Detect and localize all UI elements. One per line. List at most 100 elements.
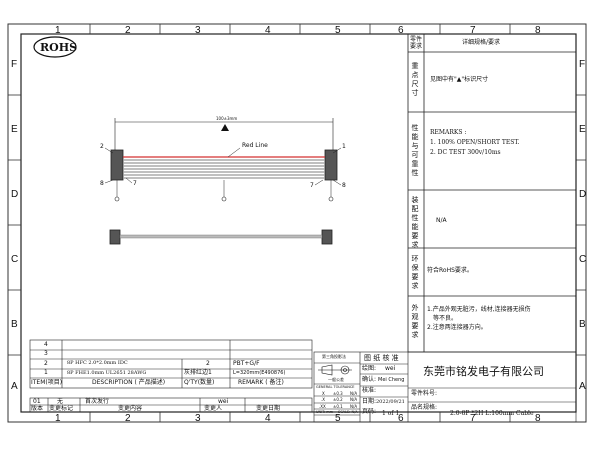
- bom-qty-label-1: 灰排红边: [184, 369, 209, 376]
- page-label: 页码:: [362, 408, 377, 415]
- drafter-name: wei: [385, 365, 396, 372]
- rev-header-content: 变更内容: [118, 405, 143, 412]
- scale-label: SCALE: N/A: [338, 410, 358, 414]
- zone-row-d: D: [11, 189, 19, 200]
- rohs-logo-oval: [33, 36, 77, 58]
- confirmer-label: 确认:: [362, 376, 377, 383]
- req-label-performance: 性能与可靠性: [411, 124, 419, 178]
- rev-header-ver: 版本: [31, 405, 44, 412]
- req-text-appearance-2: 等不良。: [433, 315, 458, 322]
- bom-desc-1: 8P FHE1.0mm UL2651 28AWG: [67, 370, 147, 376]
- pin-label-right-bottom-a: 7: [310, 182, 314, 189]
- date-value: 2022/09/21: [376, 399, 405, 405]
- tol-x1-na: N/A: [350, 397, 358, 402]
- bom-item-2: 2: [44, 360, 48, 367]
- pin-label-right-top: 1: [342, 143, 346, 150]
- zone-col-5: 5: [335, 25, 341, 36]
- rev-ver: 01: [33, 398, 41, 405]
- part-no-label: 零件料号:: [411, 390, 438, 397]
- pin-label-right-bottom-b: 8: [342, 182, 346, 189]
- cable-side-view: [109, 229, 333, 245]
- req-text-appearance-1: 1.产品外观无脏污，线材,连接器无损伤: [427, 306, 531, 313]
- bom-item-4: 4: [44, 341, 48, 348]
- zone-col-1: 1: [55, 25, 61, 36]
- zone-col-1-bottom: 1: [55, 413, 61, 424]
- tol-x2-sym: .XX: [319, 404, 326, 409]
- zone-col-6-bottom: 6: [398, 413, 404, 424]
- req-label-key-dims: 重点尺寸: [411, 62, 419, 98]
- tol-x1-sym: .X: [321, 397, 326, 402]
- bom-qty-1: 1: [208, 369, 212, 376]
- zone-col-7: 7: [470, 25, 476, 36]
- req-text-environment: 符合RoHS要求。: [427, 267, 473, 274]
- drafter-label: 绘图:: [362, 365, 377, 372]
- bom-table-lines: [29, 339, 313, 389]
- cable-top-view: [104, 147, 342, 202]
- title-block-lines: [313, 351, 577, 423]
- zone-col-6: 6: [398, 25, 404, 36]
- req-header-item: 零件要求: [410, 36, 423, 50]
- revision-table-lines: [29, 397, 313, 413]
- zone-row-a-right: A: [579, 381, 586, 392]
- req-text-assembly: N/A: [436, 217, 447, 224]
- product-name-value: 2.0-8P *2H L:100mm Cable: [450, 410, 534, 417]
- zone-row-e: E: [11, 124, 18, 135]
- red-line-label: Red Line: [242, 142, 268, 149]
- zone-row-f-right: F: [579, 59, 586, 70]
- tol-x2-na: N/A: [350, 404, 358, 409]
- zone-row-a: A: [11, 381, 18, 392]
- bom-remark-2: PBT+G/F: [233, 360, 260, 367]
- tolerance-subtitle: GENERAL TOLERANCE: [316, 385, 355, 389]
- zone-row-c-right: C: [579, 254, 587, 265]
- projection-label: 第三角投影法: [322, 354, 346, 359]
- checker-label: 核准:: [362, 387, 377, 394]
- rohs-logo: ROHS: [40, 41, 78, 54]
- zone-col-3: 3: [195, 25, 201, 36]
- requirements-table-lines: [407, 33, 577, 353]
- zone-col-8-bottom: 8: [535, 413, 541, 424]
- projection-symbol-icon: [318, 364, 352, 376]
- date-label: 日期:: [362, 398, 377, 405]
- zone-col-3-bottom: 3: [195, 413, 201, 424]
- req-text-dc-test: 2. DC TEST 300v/10ms: [430, 149, 501, 156]
- unit-label: UNIT: mm: [316, 410, 334, 414]
- bom-header-item: ITEM(项目): [31, 379, 63, 386]
- bom-header-remark: REMARK ( 备注): [238, 379, 284, 386]
- zone-col-4-bottom: 4: [265, 413, 271, 424]
- req-text-appearance-3: 2.注意两连接器方向。: [427, 324, 487, 331]
- product-name-label: 品名规格:: [411, 404, 438, 411]
- bom-remark-1: L=320mm(E490876): [233, 370, 286, 376]
- pin-label-left-bottom-a: 8: [100, 180, 104, 187]
- bom-header-desc: DESCRIPTION ( 产品描述): [92, 379, 166, 386]
- key-dimension-triangle-icon: [221, 124, 229, 131]
- rev-mark: 无: [57, 398, 64, 405]
- req-text-open-short: 1. 100% OPEN/SHORT TEST.: [430, 139, 520, 146]
- req-text-remarks: REMARKS :: [430, 129, 467, 136]
- req-label-environment: 环保要求: [411, 255, 419, 291]
- rev-header-date: 变更日期: [256, 405, 281, 412]
- req-text-key-dims: 见图中有"▲"标识尺寸: [430, 76, 489, 83]
- req-label-appearance: 外观要求: [411, 304, 419, 340]
- rev-by: wei: [218, 398, 229, 405]
- zone-col-8: 8: [535, 25, 541, 36]
- zone-row-f: F: [11, 59, 18, 70]
- zone-row-e-right: E: [579, 124, 586, 135]
- pin-label-left-top: 2: [100, 143, 104, 150]
- rev-header-by: 变更人: [204, 405, 223, 412]
- tol-x-val: ±0.3: [333, 391, 343, 396]
- zone-col-7-bottom: 7: [470, 413, 476, 424]
- zone-row-c: C: [11, 254, 19, 265]
- drawing-review-label: 图 纸 核 准: [364, 354, 399, 362]
- dimension-label: 100±3mm: [216, 116, 238, 121]
- company-name: 东莞市铭发电子有限公司: [423, 365, 544, 378]
- zone-row-d-right: D: [579, 189, 587, 200]
- tol-x-sym: X: [322, 391, 325, 396]
- bom-item-3: 3: [44, 350, 48, 357]
- tol-x-na: N/A: [350, 391, 358, 396]
- bom-header-qty: Q'TY(数量): [184, 379, 215, 386]
- pin-label-left-bottom-b: 7: [133, 180, 137, 187]
- page-value: 1 of 1: [382, 410, 400, 417]
- zone-col-2: 2: [125, 25, 131, 36]
